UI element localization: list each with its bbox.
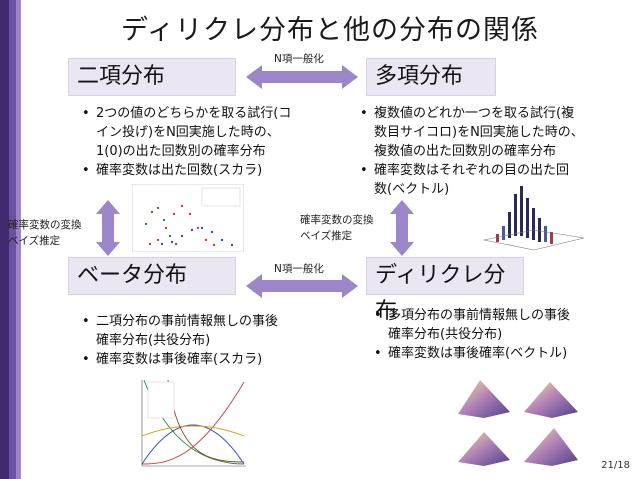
bullet-line: 確率変数は事後確率(スカラ) [96,352,263,367]
bullet-item: 確率変数は出た回数(スカラ) [82,161,348,180]
sidebar-strip [0,0,9,479]
bullet-item: 確率変数は事後確率(スカラ) [82,350,348,369]
bullet-item: 確率変数はそれぞれの目の出た回 数(ベクトル) [360,161,630,199]
bullet-line: 2つの値のどちらかを取る試行(コ [96,106,292,121]
right-side-note: 確率変数の変換 ベイズ推定 [300,212,374,244]
bullet-line: 二項分布の事前情報無しの事後 [96,314,279,329]
multinomial-box-label: 多項分布 [375,64,464,89]
bullet-item: 複数値のどれか一つを取る試行(複 数目サイコロ)をN回実施した時の、 複数値の出… [360,104,630,161]
bottom-edge-label: N項一般化 [274,263,324,275]
bullet-item: 2つの値のどちらかを取る試行(コ イン投げ)をN回実施した時の、 1(0)の出た… [82,104,348,161]
multinomial-box: 多項分布 [366,58,496,96]
bullet-line: 1(0)の出た回数別の確率分布 [96,144,266,159]
sidebar-strip [9,0,16,479]
beta-plot-thumbnail [141,379,246,467]
binomial-box-label: 二項分布 [77,64,166,89]
binomial-bullets: 2つの値のどちらかを取る試行(コ イン投げ)をN回実施した時の、 1(0)の出た… [82,104,348,180]
top-double-arrow [246,65,358,89]
bullet-line: 確率変数は事後確率(ベクトル) [388,346,568,361]
bullet-line: 複数値の出た回数別の確率分布 [374,144,557,159]
bullet-line: 複数値のどれか一つを取る試行(複 [374,106,575,121]
bullet-line: イン投げ)をN回実施した時の、 [96,125,280,140]
left-side-note: 確率変数の変換 ベイズ推定 [8,217,82,249]
right-note-line: 確率変数の変換 [300,214,374,226]
bullet-item: 確率変数は事後確率(ベクトル) [374,344,630,363]
beta-box: ベータ分布 [68,257,236,295]
multinomial-3d-thumbnail [483,186,585,251]
sidebar-decoration [0,0,24,479]
page-number: 21/18 [601,460,630,471]
bullet-line: 数(ベクトル) [374,182,450,197]
dirichlet-box: ディリクレ分布 [366,257,524,324]
right-note-line: ベイズ推定 [300,230,353,242]
dirichlet-bullets: 多項分布の事前情報無しの事後 確率分布(共役分布) 確率変数は事後確率(ベクトル… [374,306,630,363]
left-note-line: 確率変数の変換 [8,219,82,231]
slide-title: ディリクレ分布と他の分布の関係 [120,15,540,46]
bullet-item: 多項分布の事前情報無しの事後 確率分布(共役分布) [374,306,630,344]
beta-bullets: 二項分布の事前情報無しの事後 確率分布(共役分布) 確率変数は事後確率(スカラ) [82,312,348,369]
top-edge-label: N項一般化 [274,53,324,65]
bullet-line: 確率分布(共役分布) [96,333,211,348]
binomial-plot-thumbnail [132,184,244,252]
bullet-line: 数目サイコロ)をN回実施した時の、 [374,125,584,140]
bullet-line: 多項分布の事前情報無しの事後 [388,308,571,323]
bullet-item: 二項分布の事前情報無しの事後 確率分布(共役分布) [82,312,348,350]
bullet-line: 確率変数は出た回数(スカラ) [96,163,263,178]
left-note-line: ベイズ推定 [8,235,61,247]
bullet-line: 確率変数はそれぞれの目の出た回 [374,163,570,178]
multinomial-bullets: 複数値のどれか一つを取る試行(複 数目サイコロ)をN回実施した時の、 複数値の出… [360,104,630,199]
binomial-box: 二項分布 [68,58,236,96]
dirichlet-surfaces-thumbnail [458,380,578,466]
sidebar-strip [16,0,21,479]
bottom-double-arrow [246,274,358,298]
beta-box-label: ベータ分布 [77,263,188,288]
right-double-arrow [390,200,414,256]
left-double-arrow [96,200,120,256]
bullet-line: 確率分布(共役分布) [388,327,503,342]
